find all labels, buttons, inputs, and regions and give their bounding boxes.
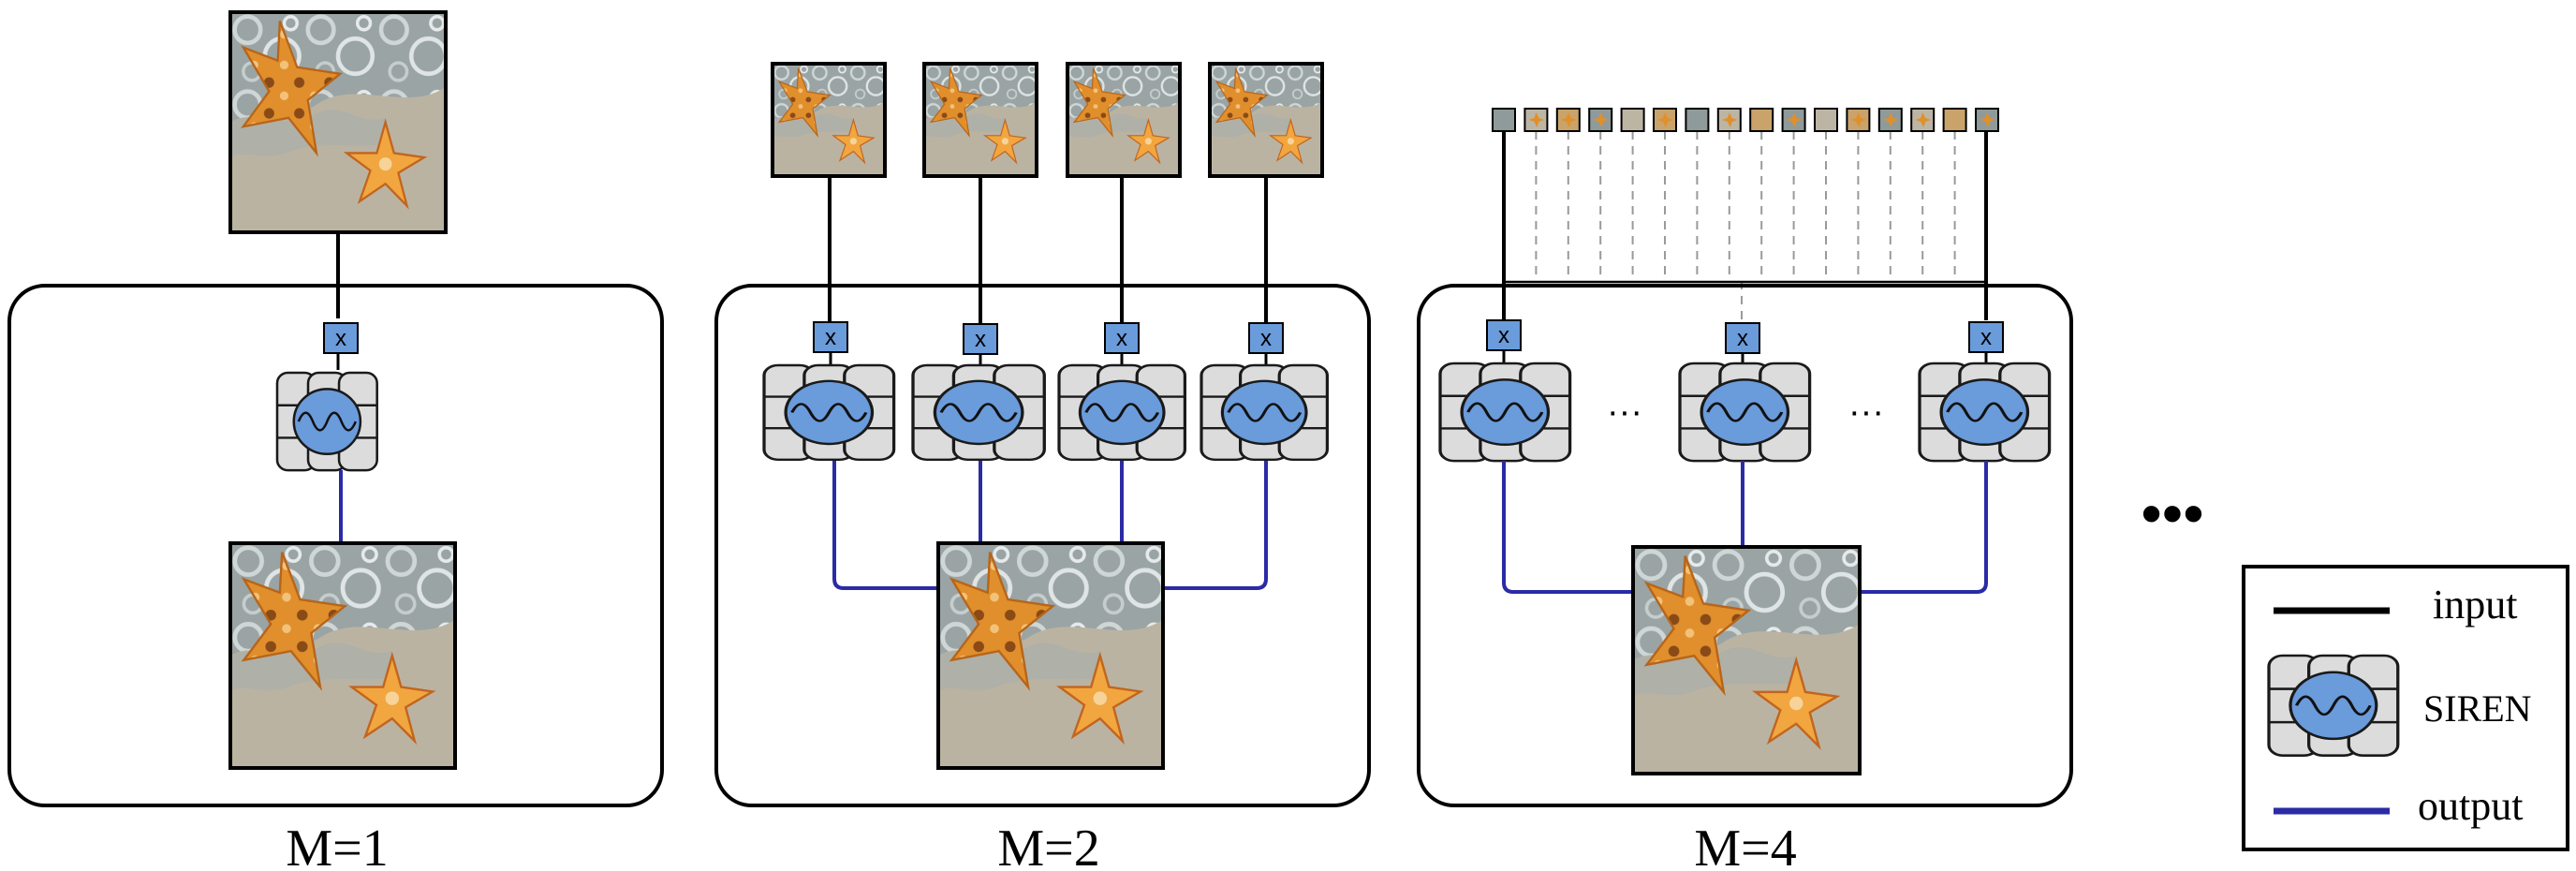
panel-frame — [1417, 284, 2073, 807]
input-patch — [922, 62, 1038, 178]
siren-icon — [1438, 362, 1572, 463]
input-patch — [1620, 108, 1645, 132]
ellipsis: ··· — [1848, 392, 1884, 432]
svg-text:x: x — [1116, 326, 1127, 351]
continuation-dots: ••• — [2141, 480, 2203, 547]
siren-icon — [275, 371, 378, 472]
output-line — [832, 461, 938, 590]
input-node: x — [1248, 322, 1284, 354]
svg-text:x: x — [1260, 326, 1272, 351]
panel-caption: M=4 — [1694, 819, 1796, 871]
legend: input SIREN output — [2242, 565, 2569, 851]
input-node: x — [1725, 322, 1760, 354]
input-patch — [1492, 108, 1516, 132]
input-patch — [1942, 108, 1967, 132]
input-node: x — [813, 321, 848, 353]
output-image — [1631, 545, 1862, 775]
input-patch — [1749, 108, 1774, 132]
svg-text:x: x — [825, 325, 836, 350]
legend-output-label: output — [2418, 783, 2523, 829]
legend-input-label: input — [2433, 582, 2517, 627]
input-patch — [1781, 108, 1806, 132]
input-node: x — [1968, 321, 2004, 353]
siren-icon — [762, 363, 896, 462]
panel-frame — [714, 284, 1371, 807]
input-image — [228, 10, 448, 234]
input-patch — [1653, 108, 1677, 132]
input-patch — [1588, 108, 1613, 132]
input-patch — [1975, 108, 1999, 132]
output-image — [228, 541, 457, 770]
siren-icon — [1678, 362, 1812, 463]
input-node — [323, 322, 359, 354]
output-line — [1163, 461, 1268, 590]
svg-text:x: x — [1980, 325, 1992, 350]
input-patch — [771, 62, 887, 178]
siren-icon — [1200, 363, 1330, 462]
ellipsis: ··· — [1607, 392, 1642, 432]
input-node: x — [963, 323, 998, 355]
input-patch — [1846, 108, 1871, 132]
output-line — [1502, 461, 1633, 594]
input-patch — [1208, 62, 1324, 178]
siren-icon — [911, 363, 1046, 462]
panel-caption: M=1 — [286, 819, 388, 871]
input-patches — [1492, 108, 1999, 132]
svg-text:x: x — [975, 327, 986, 352]
panel-m2: x x x x M=2 — [714, 62, 1371, 871]
siren-icon — [1057, 363, 1187, 462]
dashed-input-lines — [1535, 131, 1956, 281]
input-patch — [1555, 108, 1581, 132]
input-patch — [1910, 108, 1936, 132]
siren-icon — [1918, 362, 2052, 463]
output-image — [936, 541, 1165, 770]
panel-frame — [7, 284, 664, 807]
input-patch — [1716, 108, 1742, 132]
panel-m1: x M=1 — [7, 10, 664, 871]
input-patch — [1066, 62, 1182, 178]
input-node-label: x — [335, 326, 346, 351]
output-line — [1860, 461, 1988, 594]
svg-text:x: x — [1737, 326, 1748, 351]
legend-siren-icon — [2267, 654, 2400, 758]
input-patch — [1685, 108, 1710, 132]
input-patch — [1814, 108, 1838, 132]
panel-m4: x x x ··· ··· M=4 — [1417, 108, 2073, 871]
input-node: x — [1486, 319, 1522, 351]
input-node: x — [1104, 322, 1140, 354]
svg-text:x: x — [1498, 323, 1509, 348]
input-patch — [1877, 108, 1903, 132]
panel-caption: M=2 — [997, 819, 1099, 871]
input-patch — [1524, 108, 1549, 132]
legend-siren-label: SIREN — [2423, 687, 2532, 730]
